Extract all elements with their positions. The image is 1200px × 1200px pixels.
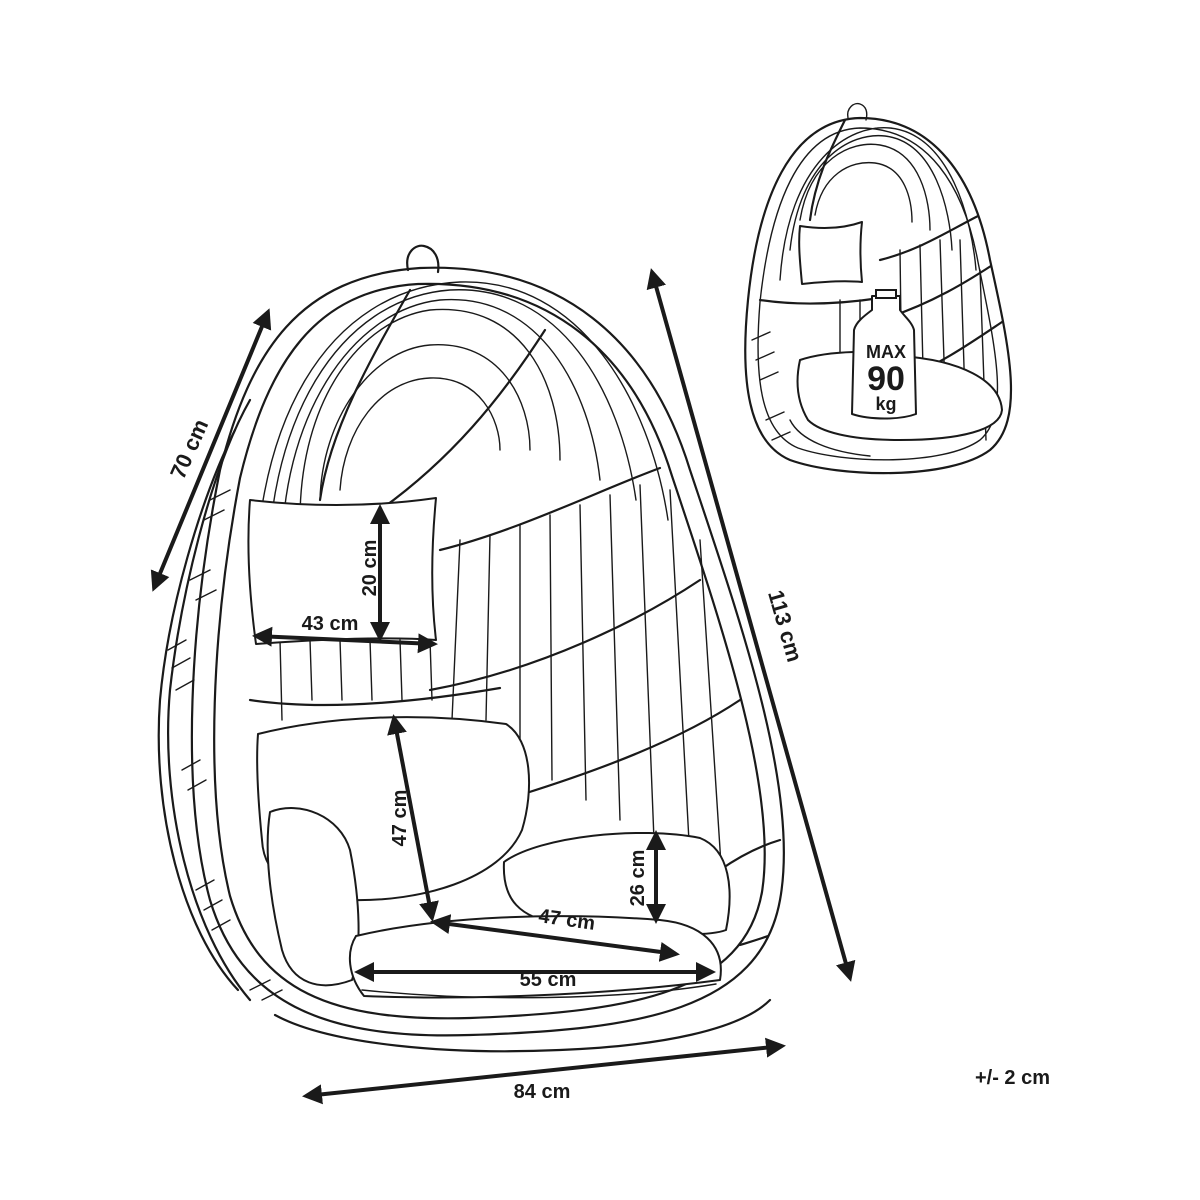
small-chair-shell [744,116,1013,475]
main-chair-illustration [157,244,786,1053]
max-load-line1: MAX [866,342,906,362]
width-label: 84 cm [514,1081,571,1103]
armrest-height-label: 26 cm [627,850,649,907]
max-load-line2: 90 [867,360,905,398]
tolerance-note: +/- 2 cm [975,1067,1050,1089]
weight-icon: MAX 90 kg [851,289,917,420]
dimension-lines [150,268,856,1105]
height-dimension-line [646,268,856,982]
seat-width-label: 55 cm [520,969,577,991]
height-label: 113 cm [763,587,807,664]
width-dimension-line [302,1037,786,1105]
small-chair-illustration: MAX 90 kg [744,102,1013,475]
left-armrest-cushion [266,807,360,987]
depth-dimension-line [150,308,272,592]
pillow-width-label: 43 cm [302,613,359,635]
pillow-width-line [252,626,438,654]
seat-depth-line [430,914,680,962]
depth-label: 70 cm [165,415,213,482]
max-load-line3: kg [875,394,896,414]
pillow-height-label: 20 cm [359,540,381,597]
hanging-loop [406,244,440,274]
backrest-height-label: 47 cm [389,790,411,847]
small-pillow [798,221,863,285]
backrest-height-line [387,714,439,922]
